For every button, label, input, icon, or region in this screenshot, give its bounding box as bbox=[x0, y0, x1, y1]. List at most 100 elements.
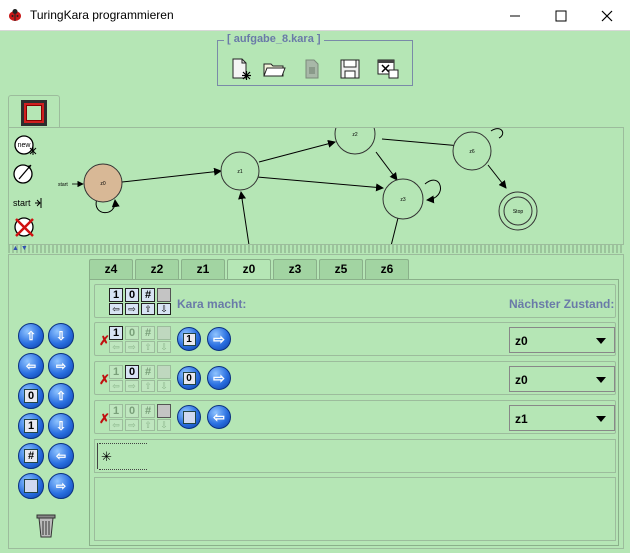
maximize-button[interactable] bbox=[538, 0, 584, 31]
state-z3[interactable]: z3 bbox=[382, 178, 424, 220]
push-left-button[interactable]: ⇦ bbox=[48, 443, 74, 469]
symbol-hash-cell[interactable]: # bbox=[141, 404, 155, 418]
tab-z1[interactable]: z1 bbox=[181, 259, 225, 279]
splitter-arrows-icon[interactable]: ▲ ▼ bbox=[12, 245, 28, 252]
read-symbol[interactable]: 0 bbox=[125, 365, 139, 379]
arrow-up-icon[interactable]: ⇧ bbox=[141, 419, 155, 431]
close-editor-button[interactable] bbox=[376, 57, 400, 81]
arrow-left-icon[interactable]: ⇦ bbox=[109, 341, 123, 353]
document-icon bbox=[305, 59, 319, 79]
write-0-button[interactable]: 0 bbox=[18, 383, 44, 409]
document-button[interactable] bbox=[300, 57, 324, 81]
arrow-right-icon[interactable]: ⇨ bbox=[125, 341, 139, 353]
push-down-button[interactable]: ⇩ bbox=[48, 413, 74, 439]
tab-z0[interactable]: z0 bbox=[227, 259, 271, 280]
main-frame: [ aufgabe_8.kara ] bbox=[0, 31, 630, 553]
arrow-left-icon[interactable]: ⇦ bbox=[109, 380, 123, 392]
file-name-label: [ aufgabe_8.kara ] bbox=[224, 33, 324, 45]
state-z2[interactable]: z2 bbox=[334, 128, 376, 155]
move-action[interactable]: ⇨ bbox=[207, 366, 231, 390]
arrow-down-icon[interactable]: ⇩ bbox=[157, 341, 171, 353]
start-arrow-icon: start bbox=[13, 198, 42, 208]
symbol-0-cell[interactable]: 0 bbox=[125, 326, 139, 340]
arrow-right-icon[interactable]: ⇨ bbox=[125, 380, 139, 392]
write-blank-button[interactable] bbox=[18, 473, 44, 499]
symbol-blank-cell[interactable] bbox=[157, 365, 171, 379]
write-1-button[interactable]: 1 bbox=[18, 413, 44, 439]
chevron-down-icon bbox=[596, 416, 606, 422]
tab-z6[interactable]: z6 bbox=[365, 259, 409, 279]
push-right-button[interactable]: ⇨ bbox=[48, 473, 74, 499]
state-graph-panel: new start bbox=[8, 127, 624, 245]
symbol-0-cell[interactable]: 0 bbox=[125, 404, 139, 418]
move-up-button[interactable]: ⇧ bbox=[18, 323, 44, 349]
write-action[interactable] bbox=[177, 405, 201, 429]
delete-row-icon[interactable]: ✗ bbox=[99, 372, 110, 387]
next-state-select[interactable]: z0 bbox=[509, 366, 615, 392]
transition-tool-button[interactable] bbox=[13, 162, 37, 184]
state-z1[interactable]: z1 bbox=[220, 151, 260, 191]
table-row: ✗ 1 0 # ⇦ ⇨ ⇧ ⇩ 1 ⇨ z0 bbox=[94, 322, 616, 356]
symbol-blank-cell[interactable] bbox=[157, 326, 171, 340]
state-z6[interactable]: z6 bbox=[452, 131, 492, 171]
arrow-right-icon: ⇨ bbox=[213, 331, 225, 347]
splitter[interactable]: ▲ ▼ bbox=[8, 245, 624, 253]
arrow-left-icon[interactable]: ⇦ bbox=[109, 419, 123, 431]
write-hash-button[interactable]: # bbox=[18, 443, 44, 469]
next-state-value: z0 bbox=[515, 373, 528, 387]
open-button[interactable] bbox=[262, 57, 286, 81]
delete-row-icon[interactable]: ✗ bbox=[99, 411, 110, 426]
add-rule-row[interactable]: ✳ bbox=[94, 439, 616, 473]
state-z0[interactable]: z0 bbox=[83, 163, 123, 203]
close-button[interactable] bbox=[584, 0, 630, 31]
symbol-hash-cell[interactable]: # bbox=[141, 365, 155, 379]
minimize-button[interactable] bbox=[492, 0, 538, 31]
state-square-icon bbox=[21, 100, 47, 126]
move-down-button[interactable]: ⇩ bbox=[48, 323, 74, 349]
arrow-left-icon: ⇦ bbox=[25, 359, 37, 373]
move-left-button[interactable]: ⇦ bbox=[18, 353, 44, 379]
arrow-right-icon: ⇨ bbox=[55, 359, 67, 373]
push-up-button[interactable]: ⇧ bbox=[48, 383, 74, 409]
save-button[interactable] bbox=[338, 57, 362, 81]
tab-z5[interactable]: z5 bbox=[319, 259, 363, 279]
tab-z2[interactable]: z2 bbox=[135, 259, 179, 279]
arrow-up-icon[interactable]: ⇧ bbox=[141, 341, 155, 353]
new-state-button[interactable]: new bbox=[13, 134, 37, 156]
state-graph: start z0 z1 bbox=[58, 128, 538, 244]
delete-row-icon[interactable]: ✗ bbox=[99, 333, 110, 348]
arrow-up-icon: ⇧ bbox=[141, 303, 155, 315]
symbol-1-cell[interactable]: 1 bbox=[109, 365, 123, 379]
symbol-hash-cell[interactable]: # bbox=[141, 326, 155, 340]
close-window-icon bbox=[377, 59, 399, 79]
chevron-down-icon bbox=[596, 338, 606, 344]
arrow-down-icon[interactable]: ⇩ bbox=[157, 380, 171, 392]
move-action[interactable]: ⇨ bbox=[207, 327, 231, 351]
delete-state-button[interactable] bbox=[13, 216, 37, 238]
dotted-line bbox=[99, 443, 147, 444]
write-action[interactable]: 1 bbox=[177, 327, 201, 351]
state-view-tab[interactable] bbox=[8, 95, 60, 128]
state-stop[interactable]: Stop bbox=[498, 191, 538, 231]
read-symbol[interactable]: 1 bbox=[109, 326, 123, 340]
symbol-1-cell[interactable]: 1 bbox=[109, 404, 123, 418]
arrow-up-icon[interactable]: ⇧ bbox=[141, 380, 155, 392]
next-state-select[interactable]: z1 bbox=[509, 405, 615, 431]
start-state-button[interactable]: start bbox=[13, 192, 43, 214]
arrow-up-icon: ⇧ bbox=[25, 329, 37, 343]
new-file-button[interactable] bbox=[228, 57, 252, 81]
tab-z4[interactable]: z4 bbox=[89, 259, 133, 279]
state-z1-label: z1 bbox=[237, 169, 243, 175]
read-symbol-blank[interactable] bbox=[157, 404, 171, 418]
tab-z3[interactable]: z3 bbox=[273, 259, 317, 279]
arrow-right-icon[interactable]: ⇨ bbox=[125, 419, 139, 431]
arrow-down-icon[interactable]: ⇩ bbox=[157, 419, 171, 431]
move-action[interactable]: ⇦ bbox=[207, 405, 231, 429]
next-state-select[interactable]: z0 bbox=[509, 327, 615, 353]
add-rule-icon[interactable]: ✳ bbox=[101, 449, 112, 464]
file-toolbar: [ aufgabe_8.kara ] bbox=[217, 33, 413, 86]
move-right-button[interactable]: ⇨ bbox=[48, 353, 74, 379]
dotted-line bbox=[99, 469, 147, 470]
write-action[interactable]: 0 bbox=[177, 366, 201, 390]
trash-icon[interactable] bbox=[35, 512, 57, 538]
